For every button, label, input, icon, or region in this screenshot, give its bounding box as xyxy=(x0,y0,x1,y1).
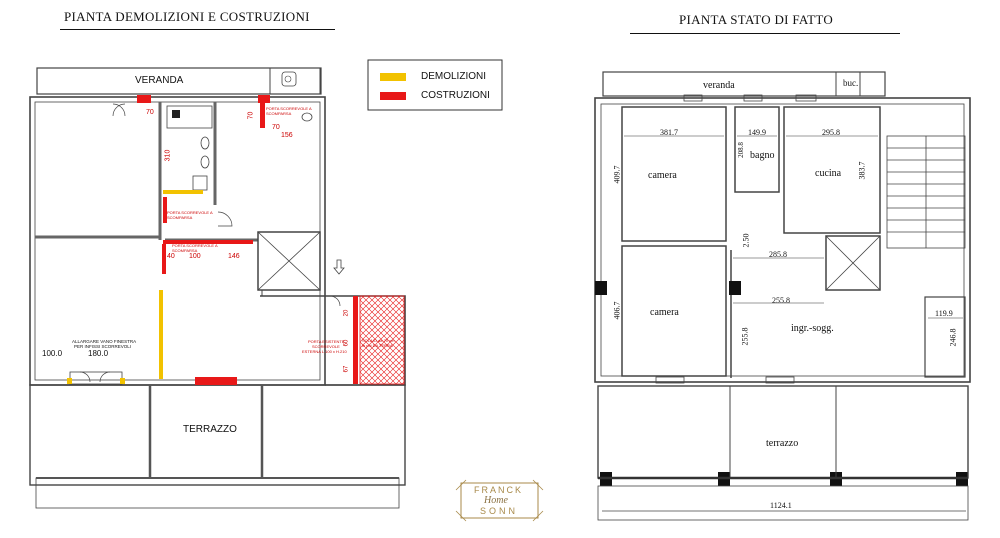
dim-2-50: 2.50 xyxy=(741,233,751,248)
left-floor-plan xyxy=(29,67,406,509)
left-room-veranda: VERANDA xyxy=(135,75,184,86)
right-terrace-outline xyxy=(597,385,969,479)
right-room-cucina: cucina xyxy=(815,168,842,179)
dim-310: 310 xyxy=(164,149,172,162)
dim-285-8: 285.8 xyxy=(769,250,787,259)
bath-fixture-icon xyxy=(172,110,180,118)
logo-line-franck: FRANCK xyxy=(474,485,524,495)
dim-70-c: 70 xyxy=(272,124,280,131)
shower-tray xyxy=(166,105,213,129)
dim-381-7: 381.7 xyxy=(660,128,678,137)
entrance-arrow-icon xyxy=(333,259,345,275)
right-room-bagno: bagno xyxy=(750,150,775,161)
left-constructions xyxy=(137,95,405,385)
dim-70-a: 70 xyxy=(146,109,154,116)
note-porta-esistente-2: SCORREVOLE xyxy=(312,344,340,349)
right-room-camera-top: camera xyxy=(648,170,677,181)
left-demolitions xyxy=(67,190,203,384)
dim-1124-1: 1124.1 xyxy=(770,501,792,510)
pillar-1 xyxy=(595,281,607,295)
right-camera-bottom-walls xyxy=(621,245,727,377)
dim-180-0: 180.0 xyxy=(88,349,109,358)
dim-119-9: 119.9 xyxy=(935,309,953,318)
dim-100-0: 100.0 xyxy=(42,349,63,358)
right-stair-shaft xyxy=(825,235,881,291)
dim-409-7: 409.7 xyxy=(612,165,622,184)
sink-bowl-icon xyxy=(284,75,292,83)
legend-swatch-demolizioni xyxy=(380,73,406,81)
dim-40: 40 xyxy=(167,253,175,260)
dim-383-7: 383.7 xyxy=(857,161,867,180)
right-room-camera-bottom: camera xyxy=(650,307,679,318)
note-porta-scorrevole-2: PORTA SCORREVOLE A SCOMPARSA xyxy=(167,210,213,220)
note-allargare-1: ALLARGARE VANO FINESTRA xyxy=(72,339,137,344)
right-title-underline xyxy=(630,33,900,34)
logo-line-home: Home xyxy=(484,495,508,506)
door-swing-icon-2 xyxy=(217,211,233,227)
left-plan-title: PIANTA DEMOLIZIONI E COSTRUZIONI xyxy=(64,9,310,24)
logo-line-sonn: SONN xyxy=(480,506,519,516)
left-stair-shaft xyxy=(257,231,321,291)
legend-swatch-costruzioni xyxy=(380,92,406,100)
dim-295-8: 295.8 xyxy=(822,128,840,137)
toilet-icon xyxy=(200,136,210,150)
left-terrace-outline xyxy=(29,384,406,486)
note-porta-esistente-1: PORTA ESISTENTE xyxy=(308,339,345,344)
left-veranda-outline xyxy=(36,67,322,95)
dim-156: 156 xyxy=(281,132,293,139)
left-title-underline xyxy=(60,29,335,30)
dim-100: 100 xyxy=(189,253,201,260)
right-bagno-walls xyxy=(734,106,780,193)
bidet-icon xyxy=(200,155,210,169)
legend xyxy=(367,59,503,111)
legend-box xyxy=(367,59,503,111)
dim-146: 146 xyxy=(228,253,240,260)
note-porta-scorrevole-3: PORTA SCORREVOLE A SCOMPARSA xyxy=(172,243,218,253)
right-room-terrazzo: terrazzo xyxy=(766,438,799,449)
right-room-ingr-sogg: ingr.-sogg. xyxy=(791,323,834,334)
washbasin-icon xyxy=(192,175,208,191)
dim-149-9: 149.9 xyxy=(748,128,766,137)
dim-20: 20 xyxy=(343,309,350,317)
note-allargare-2: PER INFISSI SCORREVOLI xyxy=(74,344,132,349)
right-plan-title: PIANTA STATO DI FATTO xyxy=(679,12,834,27)
note-porta-scorrevole-1: PORTA SCORREVOLE A SCOMPARSA xyxy=(266,106,312,116)
toilet-icon-2 xyxy=(301,112,313,122)
right-room-buc: buc. xyxy=(843,78,859,88)
dim-70-b: 70 xyxy=(247,111,255,120)
legend-label-demolizioni: DEMOLIZIONI xyxy=(421,71,487,82)
left-veranda-wc xyxy=(269,67,321,95)
left-room-terrazzo: TERRAZZO xyxy=(183,424,237,435)
dim-255-8-v: 255.8 xyxy=(740,327,750,346)
door-swing-icon xyxy=(112,103,126,117)
dim-406-7: 406.7 xyxy=(612,301,622,320)
dim-208-8: 208.8 xyxy=(736,142,745,158)
pillar-2 xyxy=(729,281,741,295)
right-camera-top-walls xyxy=(621,106,727,242)
right-main-outline xyxy=(594,97,971,383)
right-cucina-walls xyxy=(783,106,881,234)
note-porta-esistente-3: ESTERNA L.100 x H.210 xyxy=(302,349,347,354)
legend-label-costruzioni: COSTRUZIONI xyxy=(421,90,490,101)
dim-67: 67 xyxy=(343,365,350,373)
sink-icon xyxy=(281,71,297,87)
dim-246-8: 246.8 xyxy=(948,328,958,347)
window-swing-icon xyxy=(79,371,111,383)
dim-255-8-h: 255.8 xyxy=(772,296,790,305)
note-solaio-1: SOLAIO da 70 cm xyxy=(362,338,395,343)
right-floor-plan xyxy=(594,71,971,521)
note-solaio-2: in poi DA TERRA xyxy=(362,343,393,348)
staircase-icon xyxy=(886,135,966,249)
franck-home-sonn-logo xyxy=(455,479,544,522)
right-room-veranda: veranda xyxy=(703,80,735,91)
